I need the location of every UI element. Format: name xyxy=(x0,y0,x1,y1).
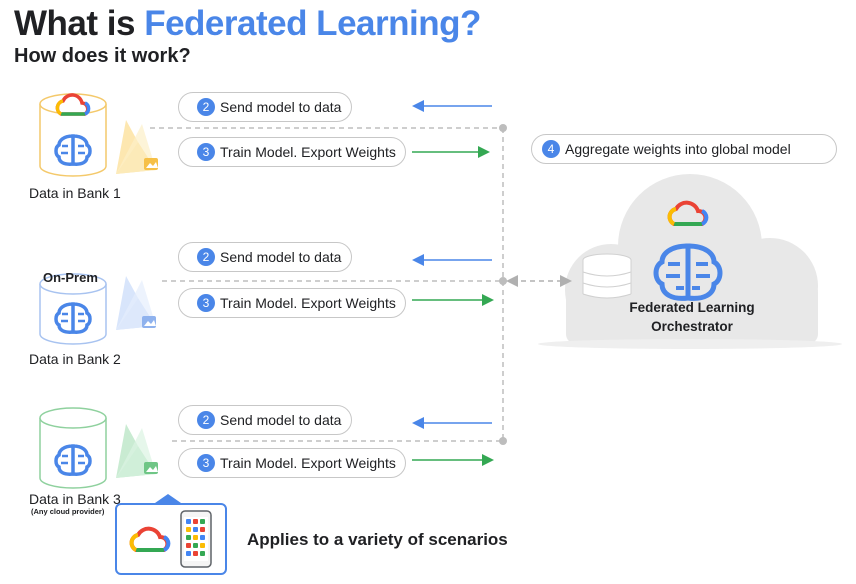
orchestrator-label: Federated Learning Orchestrator xyxy=(604,298,780,336)
step-send-model-pill: 2 Send model to data xyxy=(178,242,352,272)
step-train-model-pill: 3 Train Model. Export Weights xyxy=(178,137,406,167)
scenarios-label: Applies to a variety of scenarios xyxy=(247,530,508,549)
bank-3-label: Data in Bank 3 xyxy=(29,491,121,507)
firebase-icon xyxy=(116,424,158,478)
google-cloud-icon xyxy=(129,526,171,552)
google-cloud-icon xyxy=(55,93,91,116)
junction-dot xyxy=(499,437,507,445)
step-number-badge: 2 xyxy=(197,98,215,116)
bank-2-label: Data in Bank 2 xyxy=(29,351,121,367)
title-highlight: Federated Learning? xyxy=(144,4,481,43)
step-number-badge: 3 xyxy=(197,294,215,312)
step-send-model-pill: 2 Send model to data xyxy=(178,405,352,435)
smartphone-icon xyxy=(180,510,212,568)
brain-icon xyxy=(54,302,92,334)
step-label: Train Model. Export Weights xyxy=(220,144,396,160)
step-number-badge: 3 xyxy=(197,143,215,161)
junction-dot xyxy=(499,124,507,132)
step-label: Send model to data xyxy=(220,99,342,115)
step-number-badge: 2 xyxy=(197,411,215,429)
brain-icon xyxy=(54,444,92,476)
junction-dot xyxy=(499,277,507,285)
page-title: What is Federated Learning? xyxy=(14,4,481,44)
database-icon xyxy=(582,253,632,299)
step-label: Train Model. Export Weights xyxy=(220,455,396,471)
dashed-connectors xyxy=(150,127,504,442)
google-cloud-icon xyxy=(667,200,709,226)
step-train-model-pill: 3 Train Model. Export Weights xyxy=(178,448,406,478)
orchestrator-cloud xyxy=(538,174,842,349)
page-subtitle: How does it work? xyxy=(14,45,191,67)
orchestrator-label-line-1: Federated Learning xyxy=(629,300,755,315)
step-label: Aggregate weights into global model xyxy=(565,141,791,157)
step-number-badge: 2 xyxy=(197,248,215,266)
brain-icon xyxy=(54,134,92,166)
step-train-model-pill: 3 Train Model. Export Weights xyxy=(178,288,406,318)
scenarios-card-graphics xyxy=(129,510,212,568)
title-prefix: What is xyxy=(14,4,145,43)
step-number-badge: 3 xyxy=(197,454,215,472)
step-label: Send model to data xyxy=(220,249,342,265)
callout-pointer xyxy=(155,494,181,503)
scenarios-card xyxy=(115,503,227,575)
step-aggregate-pill: 4 Aggregate weights into global model xyxy=(531,134,837,164)
bank-2-tag: On-Prem xyxy=(43,270,98,285)
bank-1-label: Data in Bank 1 xyxy=(29,185,121,201)
orchestrator-label-line-2: Orchestrator xyxy=(651,319,733,334)
brain-icon xyxy=(653,243,723,301)
firebase-icon xyxy=(116,276,156,330)
step-label: Train Model. Export Weights xyxy=(220,295,396,311)
firebase-icon xyxy=(116,120,158,174)
step-send-model-pill: 2 Send model to data xyxy=(178,92,352,122)
step-number-badge: 4 xyxy=(542,140,560,158)
step-label: Send model to data xyxy=(220,412,342,428)
bank-3-sublabel: (Any cloud provider) xyxy=(31,507,105,516)
